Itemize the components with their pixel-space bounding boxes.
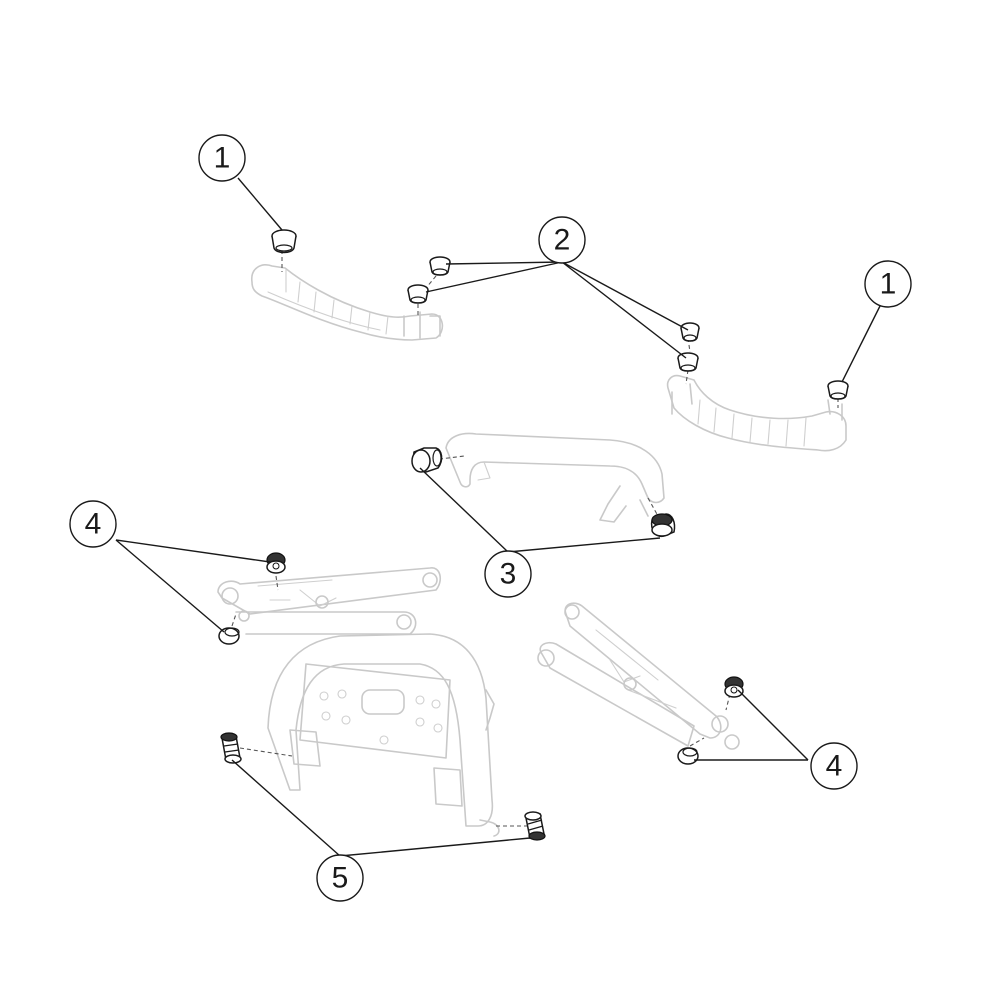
callout-5: 5 <box>316 854 364 902</box>
callout-label: 1 <box>214 142 231 175</box>
part-5-plug-left <box>220 732 242 764</box>
callout-label: 5 <box>332 862 349 895</box>
callout-3: 3 <box>484 550 532 598</box>
part-4-bushing-right-top <box>724 676 744 698</box>
rear-bar-outline <box>445 432 665 523</box>
callout-1-right: 1 <box>864 260 912 308</box>
callout-label: 3 <box>500 558 517 591</box>
callout-label: 4 <box>826 750 843 783</box>
callout-4-right: 4 <box>810 742 858 790</box>
part-2-plug-b <box>407 284 429 304</box>
part-1-cap-left <box>271 229 297 254</box>
part-3-cap-right <box>650 513 676 538</box>
callout-4-left: 4 <box>69 500 117 548</box>
callout-label: 2 <box>554 224 571 257</box>
right-handlebar-outline <box>666 374 847 452</box>
callout-label: 1 <box>880 268 897 301</box>
part-3-cap-left <box>411 447 443 473</box>
front-bumper-outline <box>267 633 500 837</box>
part-4-bushing-right-bottom <box>677 747 699 765</box>
part-1-cap-right <box>827 380 849 400</box>
callout-1-left: 1 <box>198 134 246 182</box>
callout-label: 4 <box>85 508 102 541</box>
part-4-bushing-left-top <box>266 552 286 574</box>
part-2-plug-d <box>677 352 699 372</box>
left-handlebar-outline <box>251 264 444 341</box>
part-2-plug-c <box>680 322 700 342</box>
right-swing-arm-outline <box>537 602 740 750</box>
callout-2: 2 <box>538 216 586 264</box>
part-2-plug-a <box>429 256 451 276</box>
leader-lines <box>115 177 881 857</box>
part-5-plug-right <box>524 811 546 841</box>
left-swing-arm-outline <box>217 567 442 635</box>
alignment-lines <box>231 250 839 827</box>
